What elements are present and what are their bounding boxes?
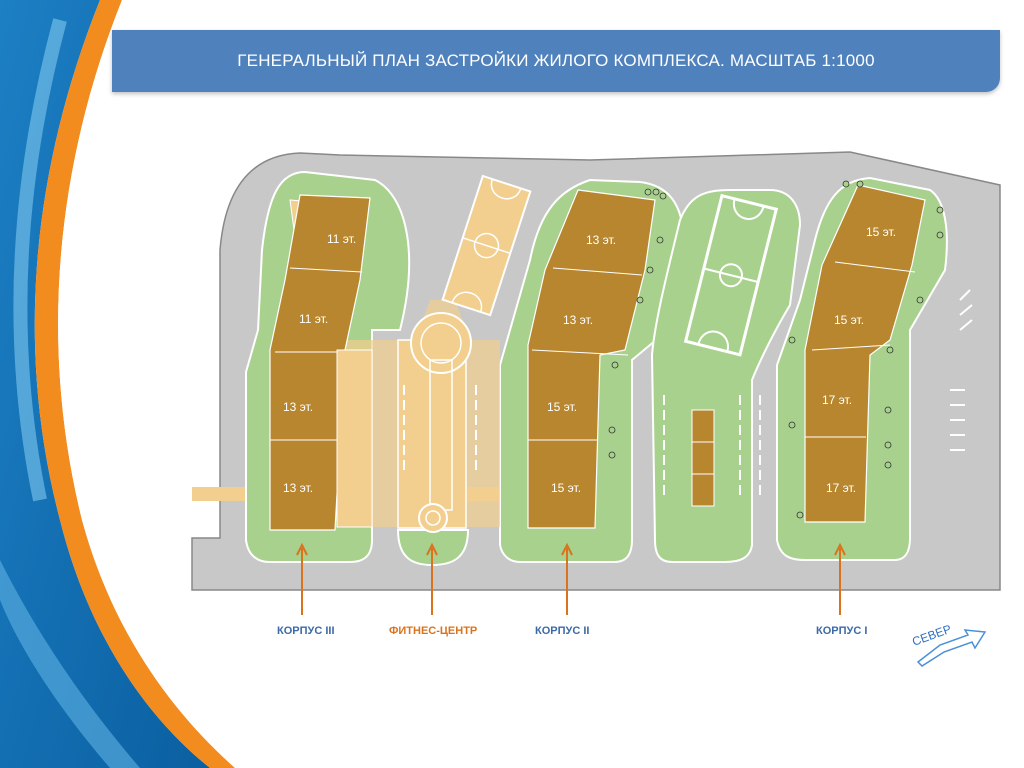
football-pitch: [683, 193, 779, 357]
korpus-1-building: 15 эт. 15 эт. 17 эт. 17 эт.: [804, 184, 926, 523]
north-arrow-icon: СЕВЕР: [910, 622, 987, 667]
basketball-court: [441, 174, 532, 317]
fitness-area: [340, 300, 500, 533]
korpus-3-building: 11 эт. 11 эт. 13 эт. 13 эт.: [269, 194, 373, 531]
floor-label: 13 эт.: [283, 481, 313, 495]
floor-label: 15 эт.: [834, 313, 864, 327]
floor-label: 15 эт.: [551, 481, 581, 495]
label-korpus-1: КОРПУС I: [816, 625, 867, 637]
pointer-arrows: [296, 542, 846, 615]
page-title: ГЕНЕРАЛЬНЫЙ ПЛАН ЗАСТРОЙКИ ЖИЛОГО КОМПЛЕ…: [112, 30, 1000, 92]
floor-label: 15 эт.: [866, 225, 896, 239]
floor-label: 13 эт.: [283, 400, 313, 414]
parking-stripes: [403, 289, 973, 495]
floor-label: 11 эт.: [327, 232, 356, 246]
entrance-markers: [608, 180, 944, 519]
floor-label: 17 эт.: [822, 393, 852, 407]
lawn-sports: [650, 189, 802, 563]
floor-label: 15 эт.: [547, 400, 577, 414]
floor-label: 17 эт.: [826, 481, 856, 495]
floor-label: 13 эт.: [563, 313, 593, 327]
floor-label: 13 эт.: [586, 233, 616, 247]
parking-blocks: [691, 409, 715, 507]
korpus-2-building: 13 эт. 13 эт. 15 эт. 15 эт.: [527, 189, 656, 529]
label-korpus-2: КОРПУС II: [535, 625, 589, 637]
floor-label: 11 эт.: [299, 312, 328, 326]
label-fitness-center: ФИТНЕС-ЦЕНТР: [389, 625, 477, 637]
label-korpus-3: КОРПУС III: [277, 625, 335, 637]
